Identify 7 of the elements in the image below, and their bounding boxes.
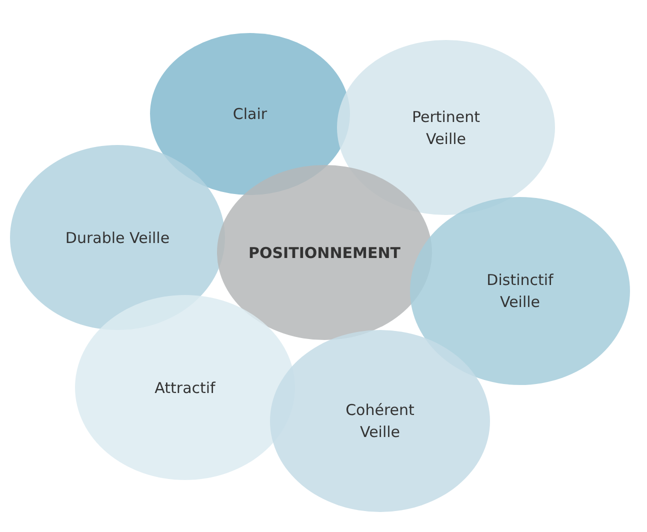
node-label: Durable Veille <box>64 228 171 248</box>
node-label: Attractif <box>154 378 216 398</box>
node-label: Distinctif Veille <box>486 270 554 313</box>
node-label: Cohérent Veille <box>344 400 416 443</box>
node-label: Pertinent Veille <box>410 106 482 150</box>
node-label: Clair <box>232 104 268 125</box>
node-label: POSITIONNEMENT <box>248 242 400 264</box>
